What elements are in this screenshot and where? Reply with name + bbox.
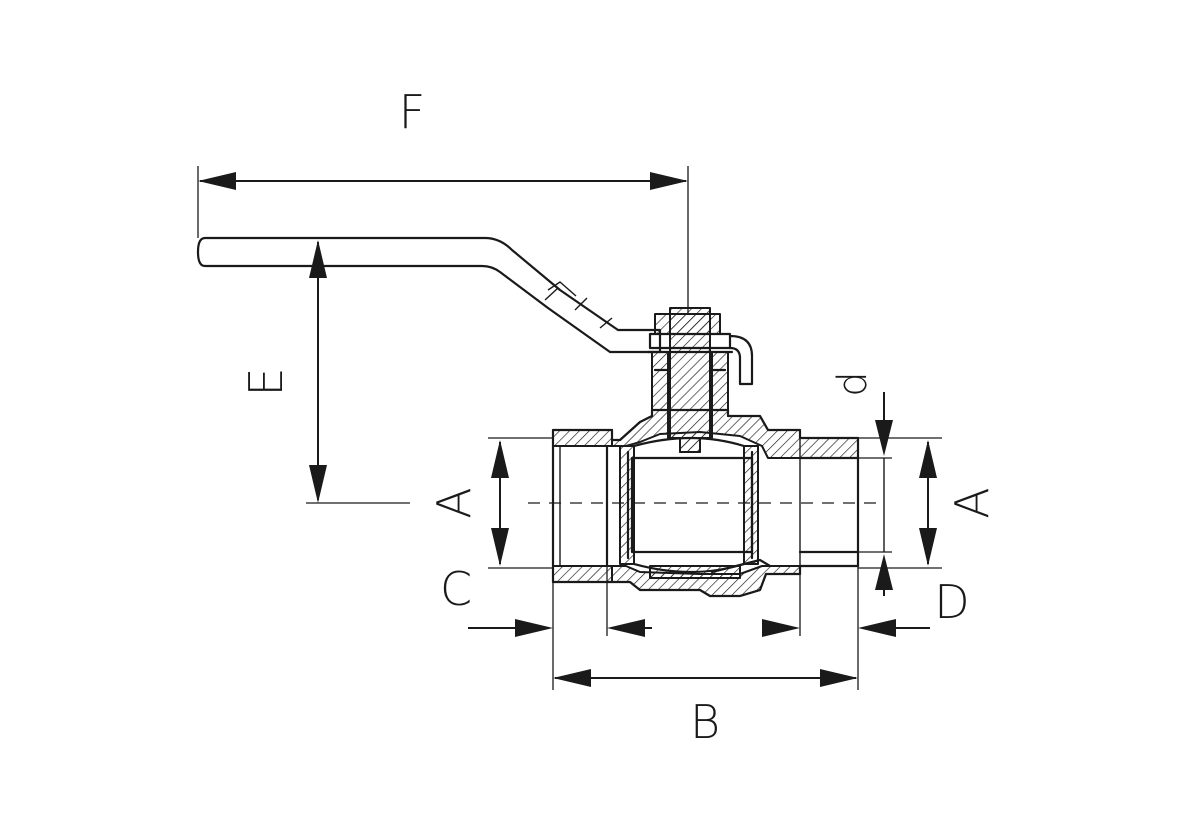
label-d-small: d xyxy=(830,371,876,396)
dimension-d-small: d xyxy=(830,371,893,596)
ball-and-seats xyxy=(619,436,772,579)
dimension-a-right: A xyxy=(858,437,999,569)
dimension-f: F xyxy=(197,85,689,314)
label-c: C xyxy=(440,562,472,616)
label-f: F xyxy=(399,85,425,139)
dimension-c: C xyxy=(440,562,652,690)
label-b: B xyxy=(690,695,720,749)
label-a-left: A xyxy=(427,487,481,518)
dimension-e: E xyxy=(239,240,410,504)
label-e: E xyxy=(239,367,293,396)
label-a-right: A xyxy=(945,487,999,518)
dimension-d: D xyxy=(762,566,970,690)
label-d: D xyxy=(934,575,969,629)
lever-handle xyxy=(196,236,662,354)
dimension-b: B xyxy=(553,669,858,749)
dimension-a-left: A xyxy=(427,437,553,569)
